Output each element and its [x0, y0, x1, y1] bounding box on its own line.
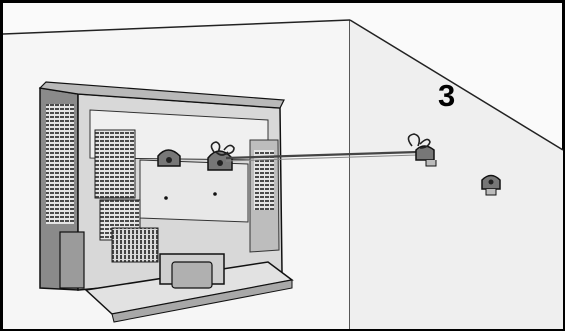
wall-hook-icon — [481, 174, 501, 196]
step-number: 3 — [438, 78, 456, 113]
cord-tie-icon — [210, 141, 235, 156]
ceiling-edge — [2, 19, 351, 35]
side-ceiling-edge — [349, 19, 564, 151]
wall-hook-icon — [415, 145, 437, 167]
tv-rear — [38, 81, 294, 323]
tv-bracket-right-icon — [207, 150, 233, 171]
cord-tie-icon — [407, 133, 431, 149]
safety-cord — [225, 150, 419, 160]
side-wall — [350, 20, 563, 329]
tv-bracket-left-icon — [157, 149, 181, 167]
